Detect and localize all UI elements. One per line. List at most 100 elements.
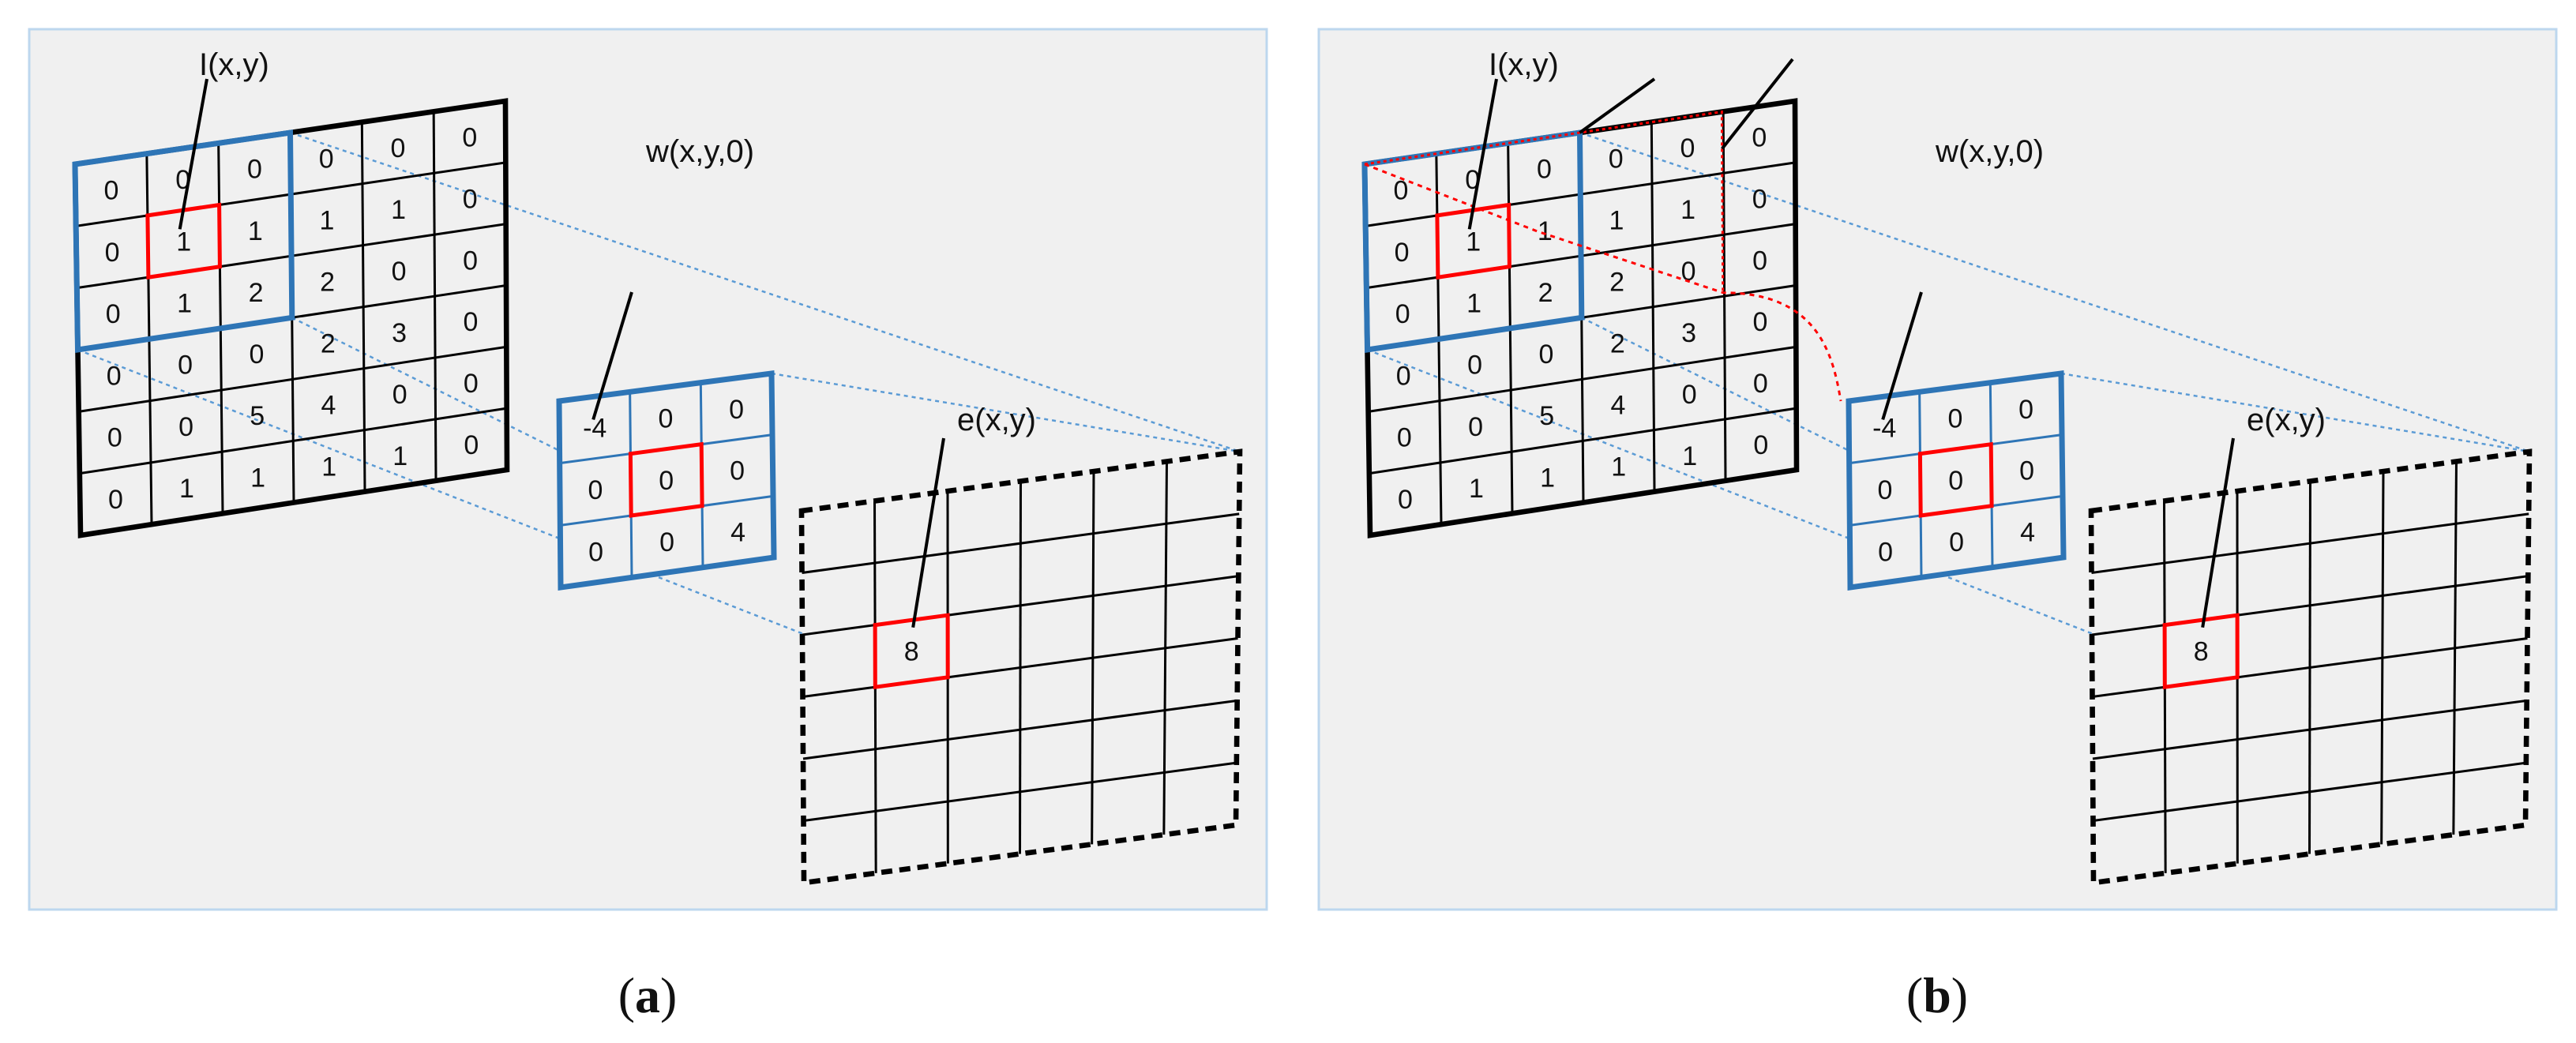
input-cell: 2 xyxy=(1610,328,1625,358)
input-cell: 1 xyxy=(391,195,406,225)
input-cell: 0 xyxy=(1395,299,1410,329)
kernel-border xyxy=(1846,370,2067,591)
kernel-cell: 0 xyxy=(1947,404,1962,434)
input-cell: 0 xyxy=(1537,155,1552,185)
output-grid-border xyxy=(2088,448,2533,886)
panel-background xyxy=(1317,28,2558,911)
weight-label: w(x,y,0) xyxy=(645,134,754,169)
input-cell: 1 xyxy=(176,227,191,257)
caption-letter: a xyxy=(635,967,660,1023)
kernel-cell: 0 xyxy=(1948,466,1963,496)
input-cell: 0 xyxy=(463,246,478,276)
input-grid-border xyxy=(1361,98,1800,538)
input-cell: 0 xyxy=(464,369,479,399)
input-cell: 0 xyxy=(108,485,123,515)
output-grid-row-line xyxy=(2092,699,2527,760)
projection-line xyxy=(290,131,1241,453)
input-cell: 4 xyxy=(321,391,336,421)
projection-line xyxy=(771,372,1241,453)
input-cell: 0 xyxy=(247,155,262,185)
output-grid-row-line xyxy=(802,512,1240,574)
panel-caption: (a) xyxy=(618,967,678,1023)
input-cell: 0 xyxy=(1753,307,1768,337)
output-grid-border xyxy=(798,448,1243,886)
kernel-cell: 0 xyxy=(588,475,603,505)
input-cell: 5 xyxy=(250,401,265,431)
kernel-center-highlight xyxy=(628,441,704,518)
input-grid-border xyxy=(72,98,510,538)
kernel-cell: 4 xyxy=(2020,517,2035,547)
output-pixel-label: e(x,y) xyxy=(2247,403,2326,437)
kernel-cell: 0 xyxy=(2018,395,2033,425)
input-cell: 1 xyxy=(179,474,194,504)
input-cell: 2 xyxy=(249,278,264,308)
input-cell: 4 xyxy=(1611,391,1626,421)
projection-line xyxy=(1581,317,2064,559)
caption-letter: b xyxy=(1923,967,1951,1023)
output-grid: 8 xyxy=(2088,448,2533,886)
input-cell: 0 xyxy=(464,307,479,337)
input-cell: 1 xyxy=(1540,463,1555,493)
output-value: 8 xyxy=(904,637,919,667)
input-cell: 0 xyxy=(1609,144,1624,174)
kernel-cell: 0 xyxy=(659,466,674,496)
output-pixel-leader xyxy=(911,437,945,628)
input-cell: 1 xyxy=(1538,216,1553,246)
kernel-leader xyxy=(1881,291,1923,420)
input-cell: 5 xyxy=(1539,401,1554,431)
input-cell: 0 xyxy=(178,351,193,381)
input-cell: 2 xyxy=(1538,278,1553,308)
input-pixel-leader xyxy=(178,78,208,230)
projection-line xyxy=(2060,372,2530,453)
input-cell: 0 xyxy=(1395,238,1410,268)
panel-caption: (b) xyxy=(1906,967,1968,1023)
input-cell: 0 xyxy=(392,380,407,410)
kernel-cell: 0 xyxy=(730,456,745,486)
labels: I(x,y)w(x,y,0)e(x,y) xyxy=(1467,47,2326,628)
input-cell: 2 xyxy=(321,328,336,358)
projection-line xyxy=(1367,348,2093,635)
input-cell: 0 xyxy=(107,423,122,453)
kernel-center-highlight xyxy=(1917,441,1994,518)
input-cell: 1 xyxy=(248,216,263,246)
kernel-cell: 0 xyxy=(1949,527,1964,557)
input-pixel-leader xyxy=(1467,78,1498,230)
input-cell: 0 xyxy=(1468,412,1483,442)
input-cell: 0 xyxy=(464,430,479,460)
input-cell: 0 xyxy=(1538,340,1553,370)
input-cell: 1 xyxy=(250,463,265,493)
caption-open: ( xyxy=(618,967,635,1023)
kernel-cell: 0 xyxy=(1877,475,1892,505)
labels: I(x,y)w(x,y,0)e(x,y) xyxy=(178,47,1036,628)
input-cell: 0 xyxy=(107,361,122,391)
input-cell: 0 xyxy=(391,133,406,163)
input-cell: 1 xyxy=(1609,205,1624,235)
input-cell: 0 xyxy=(1397,423,1412,453)
input-cell: 2 xyxy=(320,267,335,297)
input-cell: 1 xyxy=(1682,441,1697,471)
kernel-cell: 0 xyxy=(658,404,673,434)
input-cell: 0 xyxy=(106,299,121,329)
kernel-cell: 0 xyxy=(588,537,603,567)
input-pixel-label: I(x,y) xyxy=(1489,47,1559,82)
input-cell: 0 xyxy=(392,257,407,287)
output-grid-row-line xyxy=(803,761,1237,822)
input-cell: 1 xyxy=(319,205,334,235)
input-cell: 0 xyxy=(1394,175,1409,205)
output-highlight xyxy=(2162,613,2240,690)
input-cell: 1 xyxy=(1680,195,1695,225)
output-pixel-leader xyxy=(2201,437,2235,628)
input-cell: 0 xyxy=(1753,430,1768,460)
input-cell: 1 xyxy=(1466,227,1481,257)
input-cell: 0 xyxy=(1680,133,1695,163)
dv-leader-line xyxy=(1721,58,1794,150)
input-cell: 1 xyxy=(392,441,407,471)
input-cell: 0 xyxy=(1396,361,1411,391)
